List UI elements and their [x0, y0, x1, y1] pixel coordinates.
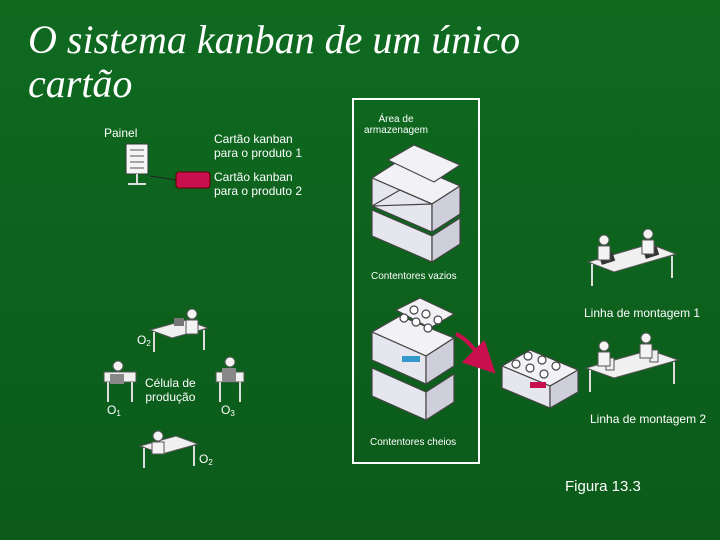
figure-label: Figura 13.3 [565, 478, 641, 495]
production-cell-label: Célula de produção [145, 376, 196, 404]
full-container-stack-icon [370, 297, 456, 422]
operator-label: O2 [137, 333, 151, 348]
kanban-card-icon [175, 171, 211, 189]
panel-pointer-line [149, 175, 177, 181]
assembly-line-2-label: Linha de montagem 2 [590, 412, 707, 426]
operator-label: O3 [221, 403, 235, 418]
worker-icon [185, 308, 199, 335]
worker-icon [597, 228, 655, 261]
storage-area-label: Área de armazenagem [364, 114, 428, 136]
worker-icon [151, 430, 165, 455]
worker-icon [597, 332, 653, 367]
workbench-icon [138, 435, 200, 468]
full-containers-label: Contentores cheios [370, 437, 457, 448]
empty-container-stack-icon [370, 144, 462, 264]
worker-icon [112, 360, 124, 372]
workbench-icon [148, 318, 210, 352]
storage-area-frame [352, 98, 480, 464]
operator-label: O1 [107, 403, 121, 418]
assembly-line-1-label: Linha de montagem 1 [584, 306, 701, 320]
slide-title: O sistema kanban de um único cartão [28, 17, 521, 106]
workbench-icon [103, 371, 137, 402]
panel-label: Painel [104, 126, 138, 140]
operator-label: O2 [199, 452, 213, 467]
flow-arrow-icon [455, 332, 496, 374]
workbench-icon [215, 368, 245, 402]
worker-icon [224, 356, 236, 368]
empty-containers-label: Contentores vazios [371, 271, 457, 282]
card-product-1-label: Cartão kanban para o produto 1 [214, 132, 303, 160]
panel-icon [125, 143, 149, 185]
card-product-2-label: Cartão kanban para o produto 2 [214, 170, 303, 198]
container-icon [500, 349, 580, 410]
